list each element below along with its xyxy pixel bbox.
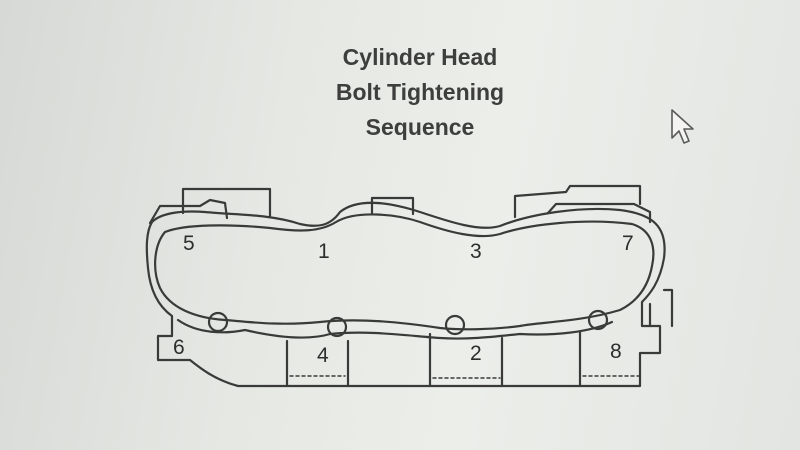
head-lower-lobes xyxy=(176,318,614,340)
port-divider xyxy=(285,330,582,388)
title-line-3: Sequence xyxy=(365,114,475,140)
center-top-boss xyxy=(370,196,415,216)
mouse-pointer-icon xyxy=(671,109,694,144)
bolt-number-5: 5 xyxy=(183,232,195,255)
left-top-boss xyxy=(181,187,272,219)
bolt-number-6: 6 xyxy=(173,336,185,359)
bolt-boss-circle xyxy=(326,316,348,338)
title-line-1: Cylinder Head xyxy=(342,44,498,70)
bolt-number-1: 1 xyxy=(318,240,330,263)
right-top-boss xyxy=(513,184,642,219)
head-inner-outline xyxy=(154,213,655,331)
bolt-number-2: 2 xyxy=(470,342,482,365)
head-outer-outline xyxy=(145,201,666,388)
right-end-detail xyxy=(648,288,674,328)
left-top-step xyxy=(148,198,229,225)
title-line-2: Bolt Tightening xyxy=(335,79,505,105)
port-floor-line xyxy=(289,375,641,379)
bolt-number-3: 3 xyxy=(470,240,482,263)
bolt-boss-circle xyxy=(587,309,609,331)
bolt-number-7: 7 xyxy=(622,232,634,255)
right-top-step xyxy=(546,202,652,224)
bolt-number-4: 4 xyxy=(317,344,329,367)
bolt-boss-circle xyxy=(207,311,229,333)
bolt-boss-circle xyxy=(444,314,466,336)
bolt-number-8: 8 xyxy=(610,340,622,363)
diagram-title: Cylinder Head Bolt Tightening Sequence xyxy=(270,40,570,145)
